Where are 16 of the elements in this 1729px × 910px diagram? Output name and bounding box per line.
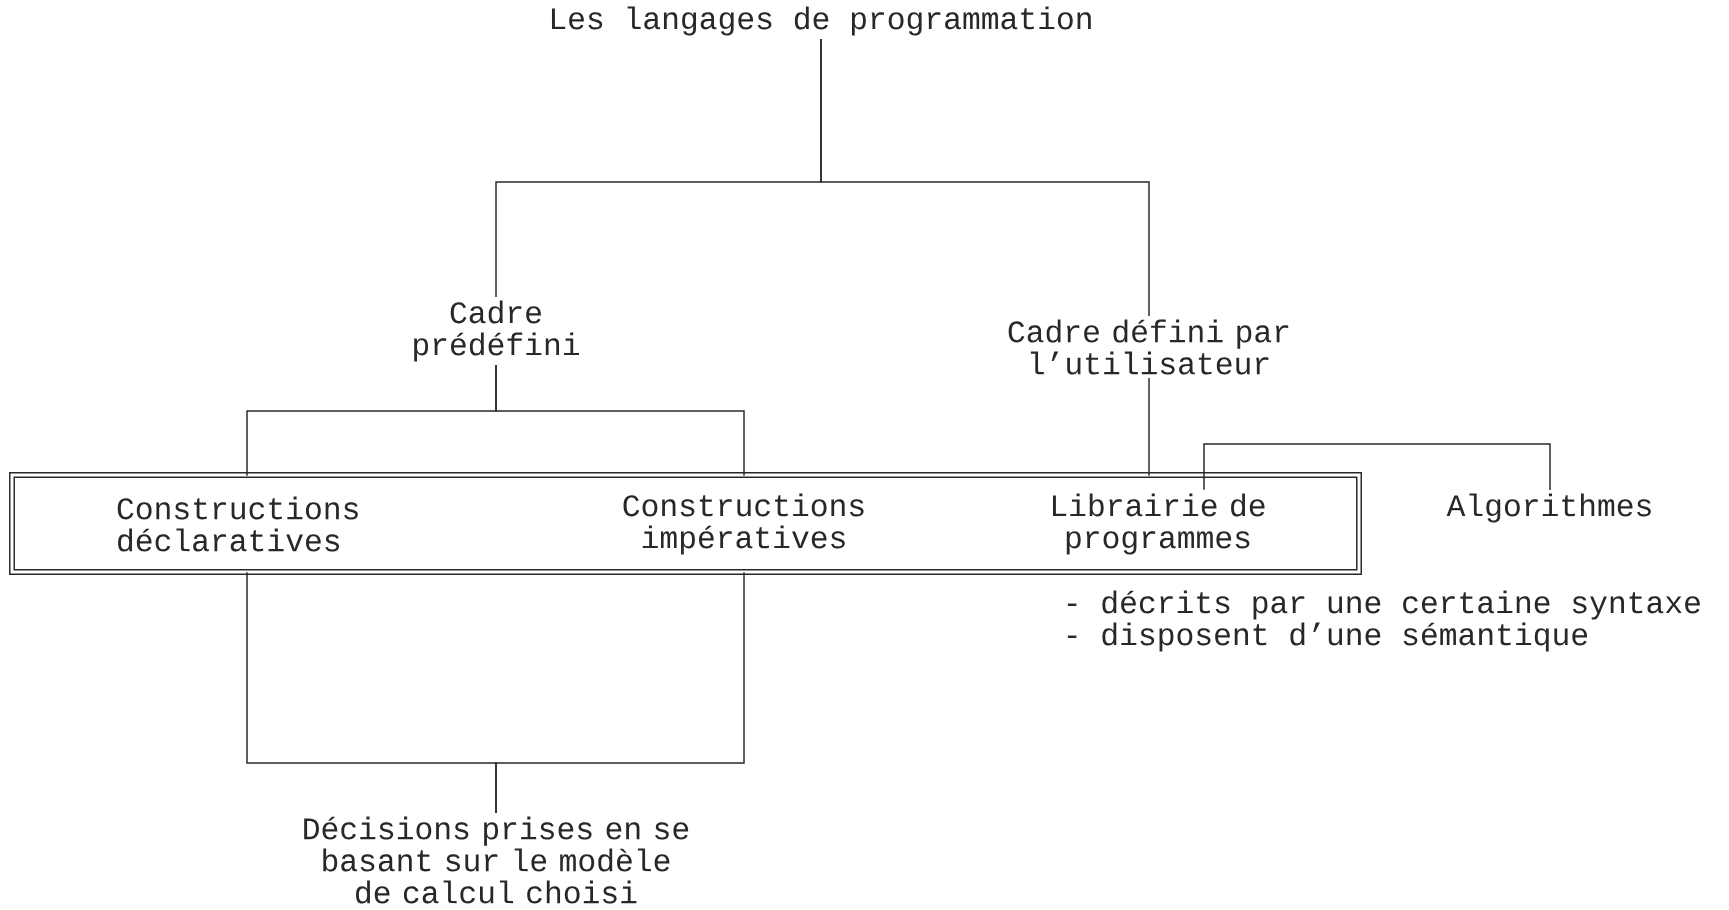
connector-line [495, 364, 745, 477]
node-text: Cadre défini par l’utilisateur [1008, 319, 1289, 375]
connector-line [1203, 443, 1551, 491]
note-text: - décrits par une certaine syntaxe [1067, 590, 1700, 620]
node-text: Algorithmes [1446, 493, 1651, 523]
node-text: Décisions prises en se basant sur le modèle de calcul choisi [304, 816, 689, 904]
node-text: Constructions déclaratives [117, 496, 358, 552]
connector-line [1148, 377, 1150, 477]
node-text: Cadre prédéfini [414, 300, 579, 362]
node-text: Les langages de programmation [552, 6, 1091, 36]
connector-line [820, 38, 1150, 317]
note-text: - disposent d’une sémantique [1067, 622, 1588, 652]
double-bordered-band [9, 472, 1362, 575]
node-text: Librairie de programmes [1053, 493, 1265, 555]
node-text: Constructions impératives [623, 493, 864, 555]
connector-line [495, 571, 745, 814]
